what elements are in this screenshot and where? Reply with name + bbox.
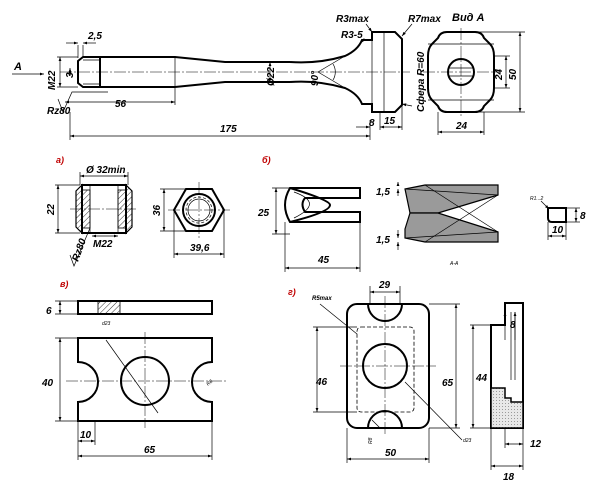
part-g-r5max: R5max [312, 296, 332, 302]
bolt-view: 2,5 M22 3 A Rz80 56 175 Ø22 90° R3max R7… [12, 14, 441, 140]
sphere-label: Сфера R=60 [415, 51, 427, 112]
nut-dim-36: 36 [152, 204, 163, 216]
part-g-dim-18: 18 [503, 472, 515, 483]
arrow-a-label: A [13, 61, 22, 73]
part-g-dim-44: 44 [475, 373, 488, 384]
plate-d23-small: d23 [102, 321, 111, 327]
nut-m22: M22 [93, 239, 113, 250]
part-b: б) 25 45 1,5 1,5 А-А R1...2 [257, 155, 586, 272]
part-g-d23: d23 [463, 438, 472, 444]
part-g-dim-46: 46 [315, 377, 328, 388]
nut-dim-22: 22 [46, 203, 57, 216]
part-v-label: в) [60, 279, 68, 289]
part-v-plate: в) 6 d23 R8 40 10 65 [41, 279, 226, 460]
nut-roughness: Rz80 [70, 237, 88, 263]
radius-r3max: R3max [336, 14, 369, 25]
part-g-dim-50: 50 [385, 448, 397, 459]
dim-175: 175 [220, 124, 237, 135]
plate-radius-r8: R8 [205, 379, 214, 388]
strip-dim-45: 45 [317, 255, 330, 266]
dim-2-5: 2,5 [87, 31, 102, 42]
strip-dim-25: 25 [257, 208, 270, 219]
part-a-nut: а) Ø 32min 22 Rz80 M22 [46, 155, 230, 267]
part-g-r8: R8 [368, 437, 374, 444]
part-g-dim-29: 29 [378, 280, 391, 291]
view-a-dim-50: 50 [508, 68, 519, 80]
dim-phi22: Ø22 [266, 67, 277, 86]
section-label-a-a: А-А [449, 261, 459, 267]
part-g-dim-12: 12 [530, 439, 542, 450]
plate-dim-40: 40 [41, 378, 54, 389]
part-b-label: б) [262, 155, 271, 165]
block-radius: R1...2 [530, 196, 544, 202]
view-a-title: Вид А [452, 12, 485, 24]
view-a-dim-24v: 24 [494, 68, 505, 81]
block-dim-8: 8 [580, 211, 586, 222]
dim-3: 3 [65, 72, 76, 78]
dim-phi32min: Ø 32min [86, 165, 125, 176]
dim-56: 56 [115, 99, 127, 110]
radius-r3-5: R3-5 [341, 30, 363, 41]
dim-8: 8 [369, 118, 375, 129]
bolt-roughness: Rz80 [47, 106, 71, 117]
dim-15: 15 [384, 116, 396, 127]
section-dim-1-5-bottom: 1,5 [376, 235, 390, 246]
part-g-label: г) [288, 287, 296, 297]
plate-dim-65: 65 [144, 445, 156, 456]
nut-dim-39-6: 39,6 [190, 243, 210, 254]
section-dim-1-5-top: 1,5 [376, 187, 390, 198]
view-a: Вид А 50 24 24 [423, 12, 525, 135]
radius-r7max: R7max [408, 14, 441, 25]
plate-dim-6: 6 [46, 306, 52, 317]
dim-90deg: 90° [310, 70, 321, 86]
part-a-label: а) [56, 155, 64, 165]
part-g-dim-65: 65 [442, 378, 454, 389]
view-a-dim-24h: 24 [455, 121, 468, 132]
block-dim-10: 10 [552, 225, 564, 236]
part-g: г) R5max 29 46 65 R8 d23 50 [288, 280, 542, 483]
plate-dim-10: 10 [80, 430, 92, 441]
dim-m22: M22 [47, 70, 58, 90]
part-g-dim-8: 8 [510, 320, 516, 331]
